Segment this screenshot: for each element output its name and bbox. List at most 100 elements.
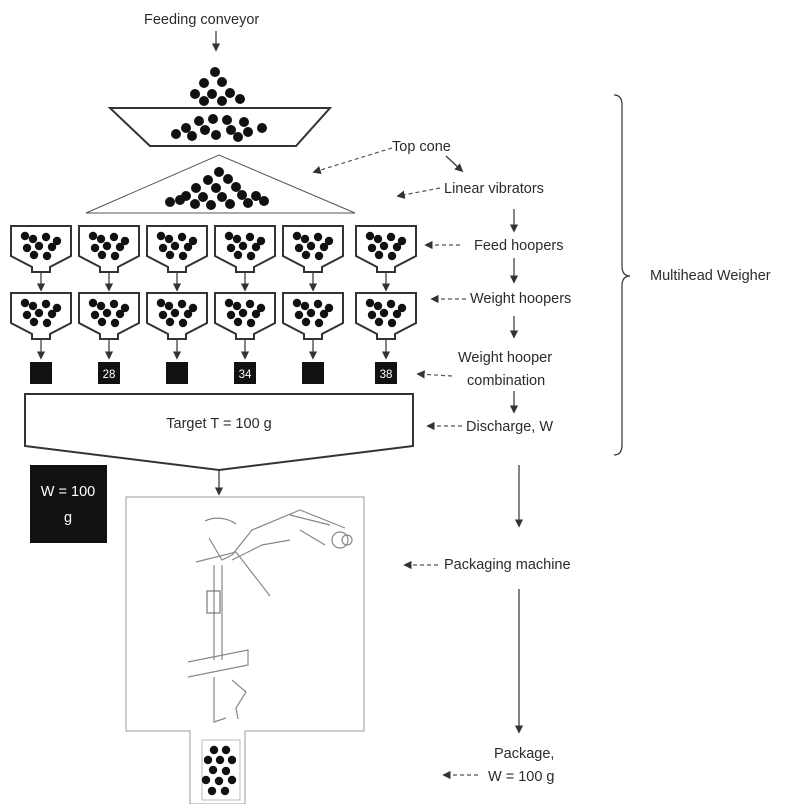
product-ball [109,232,119,242]
product-ball [214,776,224,786]
product-ball [373,234,383,244]
product-ball [226,125,236,135]
product-ball [96,234,106,244]
product-ball [292,298,302,308]
linear-vibrators-label: Linear vibrators [444,181,544,197]
product-ball [208,765,218,775]
cone-product [165,167,269,210]
weight-hopper [146,292,208,340]
product-ball [319,309,329,319]
product-ball [102,308,112,318]
product-ball [47,242,57,252]
product-ball [374,250,384,260]
product-ball [211,183,221,193]
product-ball [373,301,383,311]
product-ball [243,127,253,137]
product-ball [217,192,227,202]
package-label-line1: Package, [494,746,554,762]
product-ball [294,243,304,253]
product-ball [22,310,32,320]
product-ball [386,299,396,309]
product-ball [115,242,125,252]
product-ball [20,231,30,241]
product-ball [178,251,188,261]
product-ball [97,317,107,327]
product-ball [200,125,210,135]
product-ball [239,117,249,127]
product-ball [235,94,245,104]
product-ball [52,236,62,246]
product-ball [203,755,213,765]
product-ball [214,167,224,177]
product-ball [324,236,334,246]
product-ball [251,191,261,201]
product-ball [245,299,255,309]
product-ball [41,232,51,242]
product-ball [209,745,219,755]
product-ball [29,317,39,327]
product-ball [110,318,120,328]
package-bag [201,739,241,801]
product-ball [246,251,256,261]
product-ball [314,251,324,261]
weight-hopper [78,292,140,340]
product-ball [300,234,310,244]
product-ball [306,308,316,318]
combination-box-value: 28 [103,369,116,381]
product-ball [245,232,255,242]
combination-box [30,362,52,384]
product-ball [374,317,384,327]
product-ball [201,775,211,785]
weight-hopper [214,292,276,340]
product-ball [232,234,242,244]
weight-hoppers-row [10,292,417,360]
result-weight-line1: W = 100 [41,484,95,500]
product-ball [110,251,120,261]
product-ball [367,310,377,320]
product-ball [47,309,57,319]
discharge-chute [24,393,414,472]
product-ball [102,241,112,251]
product-ball [188,236,198,246]
product-ball [190,89,200,99]
product-ball [165,250,175,260]
product-ball [379,308,389,318]
product-ball [224,231,234,241]
product-ball [217,96,227,106]
product-ball [170,308,180,318]
feed-hopper [146,225,208,273]
product-ball [207,786,217,796]
product-ball [222,115,232,125]
product-ball [313,232,323,242]
tray-product [171,114,267,142]
product-ball [42,318,52,328]
top-cone-label: Top cone [392,139,451,155]
product-ball [397,236,407,246]
product-ball [109,299,119,309]
product-ball [199,96,209,106]
product-ball [175,195,185,205]
product-ball [257,123,267,133]
product-ball [365,231,375,241]
product-ball [221,766,231,776]
product-ball [183,242,193,252]
product-ball [96,301,106,311]
feed-hoppers-row [10,225,417,292]
product-ball [319,242,329,252]
weight-hopper [282,292,344,340]
product-ball [256,303,266,313]
product-ball [227,775,237,785]
product-ball [324,303,334,313]
product-ball [233,132,243,142]
product-ball [191,183,201,193]
flow-arrow-1 [445,155,464,173]
combination-box [234,362,256,384]
product-ball [120,236,130,246]
product-ball [170,241,180,251]
product-ball [203,175,213,185]
product-ball [28,301,38,311]
product-ball [237,190,247,200]
product-ball [232,301,242,311]
